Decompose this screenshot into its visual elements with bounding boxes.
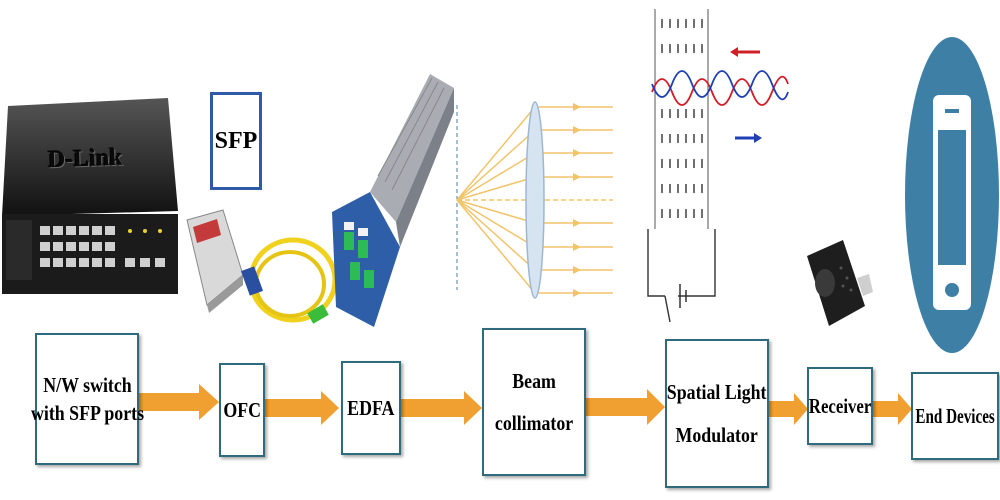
edfa-module-icon [332, 74, 454, 327]
usb-receiver-icon [807, 240, 873, 326]
arrow-collimator-to-slm [585, 389, 665, 425]
block-ofc-label: OFC [223, 397, 261, 422]
block-end-devices: End Devices [911, 372, 999, 460]
sfp-module-icon [186, 209, 244, 313]
network-switch-icon [2, 98, 178, 294]
fiber-cable-icon [240, 237, 338, 324]
block-receiver-label: Receiver [808, 393, 872, 418]
block-beam-collimator-line1: Beam [512, 368, 556, 393]
sfp-label: SFP [210, 92, 262, 190]
block-nw-switch-line1: N/W switch [42, 372, 132, 397]
modulator-icon [647, 9, 789, 323]
arrow-slm-to-receiver [768, 393, 808, 425]
block-edfa: EDFA [341, 361, 401, 455]
block-edfa-label: EDFA [347, 395, 395, 420]
block-slm: Spatial Light Modulator [665, 339, 769, 488]
block-receiver: Receiver [807, 367, 873, 445]
switch-brand-label: D-Link [47, 144, 124, 174]
arrow-edfa-to-collimator [400, 391, 482, 425]
block-end-devices-label: End Devices [915, 403, 995, 428]
arrow-switch-to-ofc [137, 384, 219, 420]
block-slm-line2: Modulator [675, 422, 759, 447]
smartphone-icon [905, 37, 999, 353]
block-beam-collimator-line2: collimator [494, 411, 574, 435]
block-slm-line1: Spatial Light [667, 380, 767, 405]
block-beam-collimator: Beam collimator [482, 328, 586, 476]
collimator-lens-icon [456, 101, 613, 299]
block-ofc: OFC [219, 363, 265, 457]
block-nw-switch: N/W switch with SFP ports [30, 333, 144, 465]
block-nw-switch-line2: with SFP ports [30, 401, 144, 425]
arrow-receiver-to-end-devices [872, 393, 912, 425]
arrow-ofc-to-edfa [265, 391, 339, 425]
